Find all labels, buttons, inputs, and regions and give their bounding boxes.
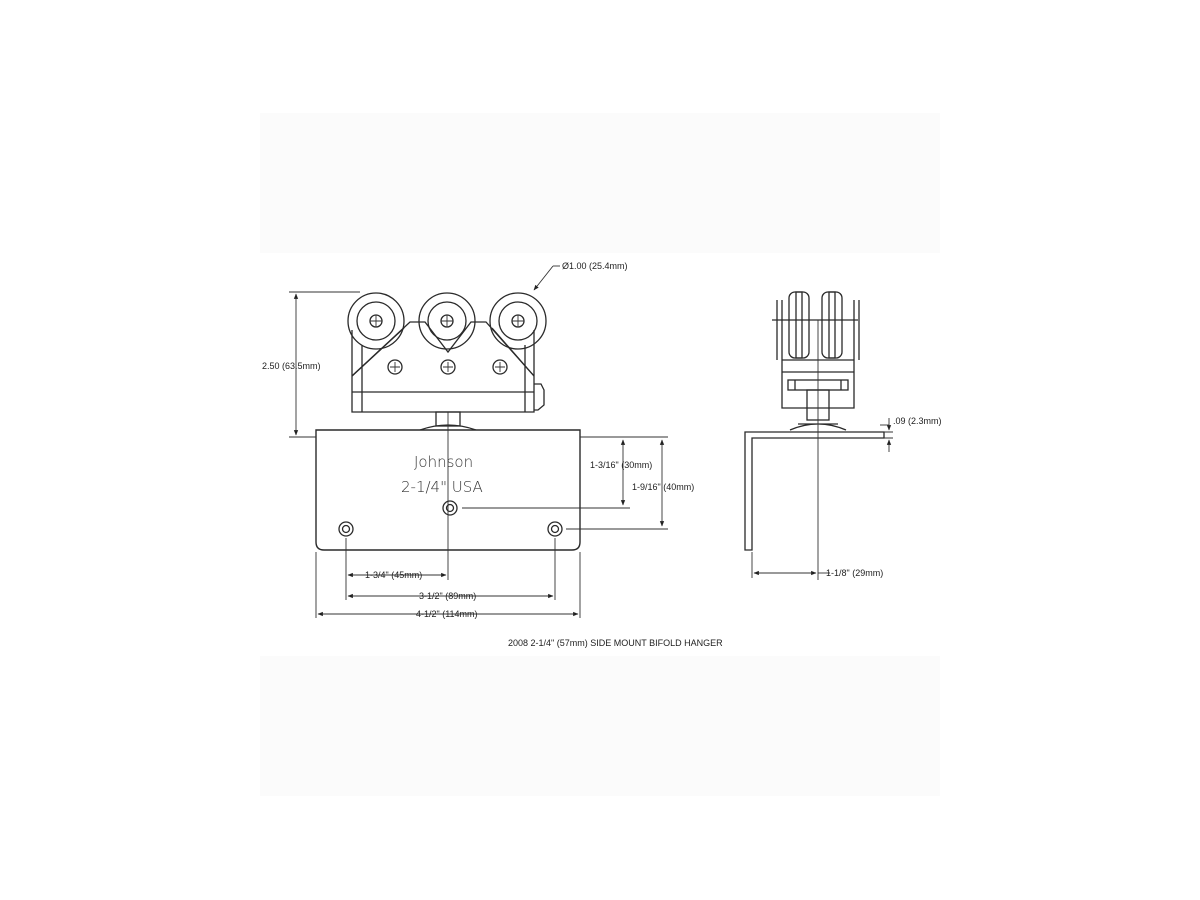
dim-side-offset: 1-1/8" (29mm)	[826, 568, 883, 578]
dim-hole-spacing: 3-1/2" (89mm)	[419, 591, 476, 601]
dim-wheel-diameter: Ø1.00 (25.4mm)	[562, 261, 628, 271]
plate-holes	[338, 500, 563, 537]
dim-overall-height: 2.50 (63.5mm)	[262, 361, 321, 371]
plate-size: 2-1/4" USA	[401, 478, 483, 496]
background-band-bottom	[260, 656, 940, 796]
background-band-top	[260, 113, 940, 253]
side-wheel-left	[788, 291, 810, 359]
side-view	[744, 291, 885, 580]
dim-half-hole-spacing: 1-3/4" (45mm)	[365, 570, 422, 580]
side-latch	[534, 383, 545, 411]
side-l-bracket	[744, 431, 885, 551]
wheel-center	[418, 292, 476, 350]
front-dimensions: Ø1.00 (25.4mm) 2.50 (63.5mm) 1-3/16" (30…	[262, 261, 694, 619]
dim-plate-width: 4-1/2" (114mm)	[416, 609, 478, 619]
front-view: Johnson 2-1/4" USA	[315, 292, 581, 580]
side-wheel-right	[821, 291, 843, 359]
plate-brand: Johnson	[414, 453, 473, 471]
dim-hole-top-offset: 1-3/16" (30mm)	[590, 460, 652, 470]
dim-plate-thickness: .09 (2.3mm)	[893, 416, 942, 426]
wheel-left	[347, 292, 405, 350]
side-dimensions: .09 (2.3mm) 1-1/8" (29mm)	[751, 416, 942, 578]
rivets	[387, 359, 508, 375]
dim-hole-row-offset: 1-9/16" (40mm)	[632, 482, 694, 492]
carriage-bracket	[351, 321, 535, 377]
wheel-right	[489, 292, 547, 350]
drawing-caption: 2008 2-1/4" (57mm) SIDE MOUNT BIFOLD HAN…	[508, 638, 723, 648]
